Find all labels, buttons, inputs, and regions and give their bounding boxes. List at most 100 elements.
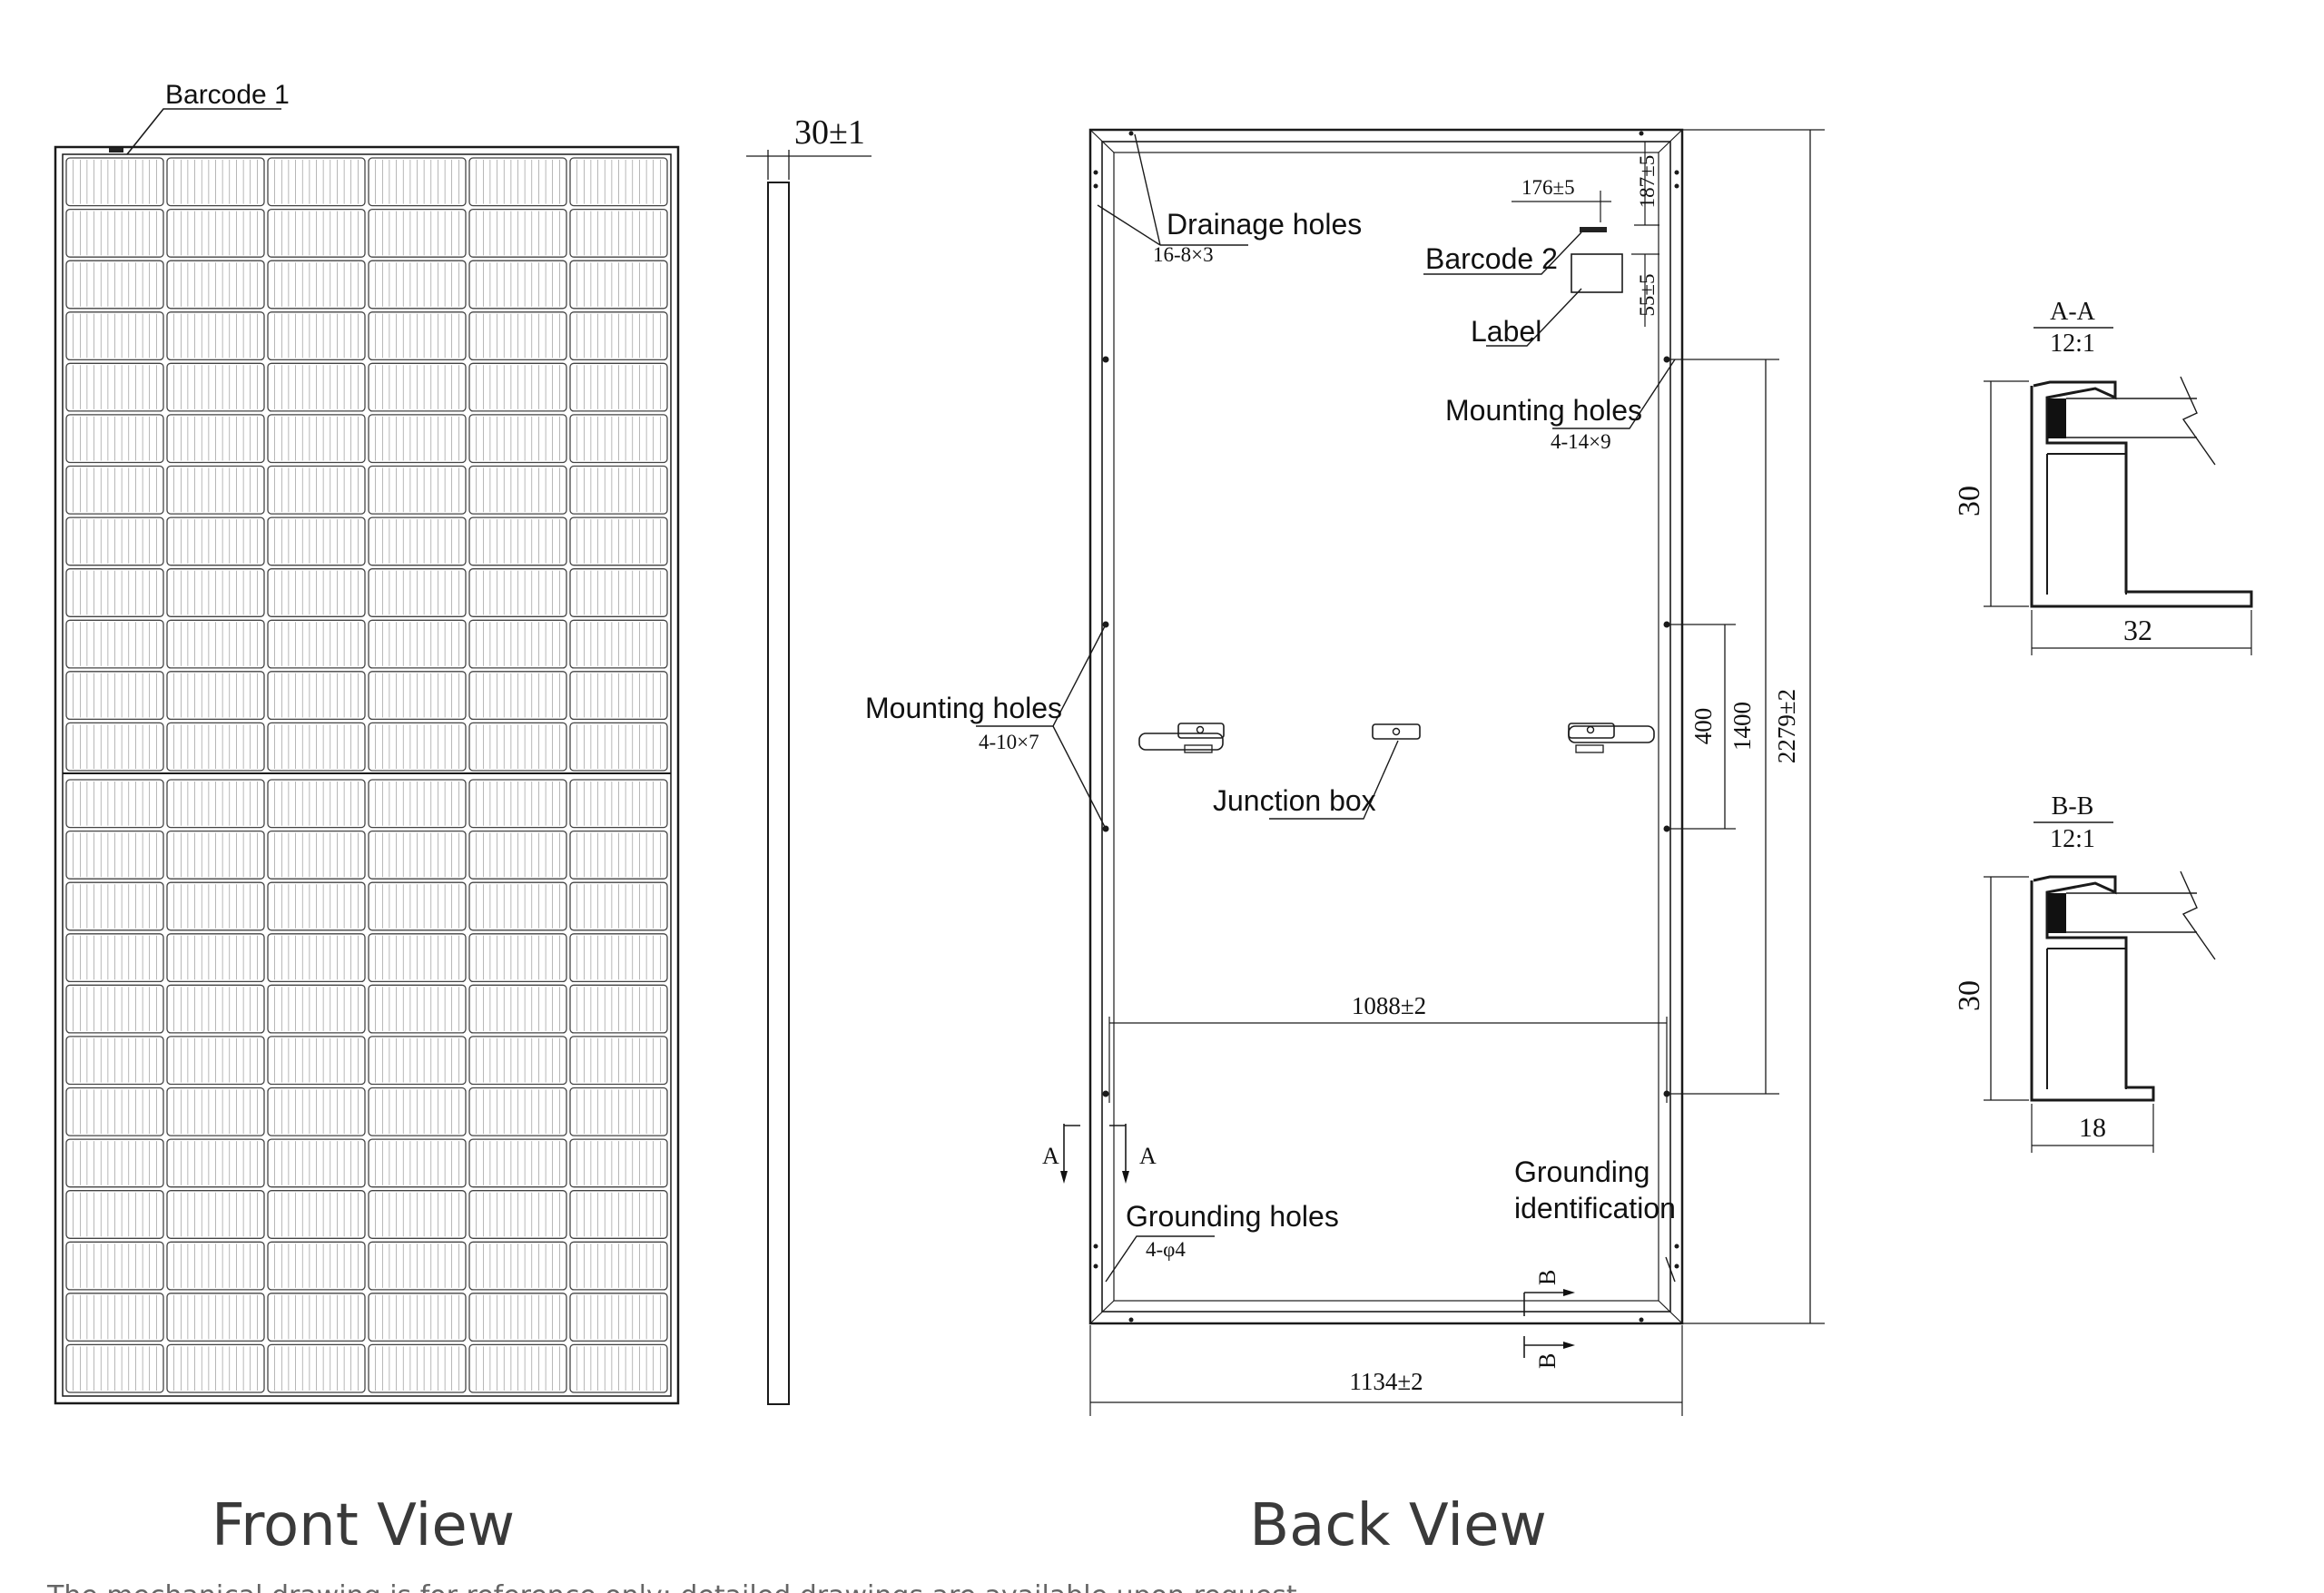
- cell-fingers: [173, 673, 258, 718]
- solar-cell: [569, 414, 668, 464]
- cell-fingers: [73, 262, 157, 307]
- cell-fingers: [476, 782, 560, 826]
- cell-fingers: [576, 832, 661, 878]
- cell-fingers: [73, 884, 157, 929]
- section-bb-title: B-B: [2052, 792, 2094, 821]
- solar-cell: [468, 1036, 567, 1086]
- section-aa-width: 32: [2123, 614, 2152, 646]
- solar-cell: [65, 1241, 164, 1291]
- cell-fingers: [73, 1089, 157, 1135]
- cell-fingers: [73, 622, 157, 666]
- solar-cell: [569, 1087, 668, 1136]
- solar-cell: [468, 208, 567, 258]
- cell-fingers: [73, 724, 157, 769]
- solar-cell: [468, 1087, 567, 1136]
- solar-cell: [267, 1138, 366, 1188]
- cell-fingers: [375, 1141, 459, 1185]
- solar-cell: [468, 1241, 567, 1291]
- cell-fingers: [274, 1244, 359, 1288]
- cell-fingers: [274, 1089, 359, 1135]
- solar-cell: [166, 619, 265, 669]
- solar-cell: [267, 830, 366, 880]
- label-box-label: Label: [1471, 315, 1541, 348]
- barcode2-offset-x: 176±5: [1521, 176, 1575, 199]
- solar-cell: [368, 568, 467, 617]
- solar-cell: [166, 414, 265, 464]
- cell-fingers: [73, 365, 157, 409]
- solar-cell: [166, 1241, 265, 1291]
- solar-cell: [267, 779, 366, 829]
- solar-cell: [65, 619, 164, 669]
- solar-cell: [65, 362, 164, 412]
- cell-fingers: [274, 467, 359, 513]
- solar-cell: [468, 414, 567, 464]
- cell-fingers: [274, 570, 359, 615]
- cell-fingers: [173, 416, 258, 461]
- solar-cell: [368, 362, 467, 412]
- cell-fingers: [173, 622, 258, 666]
- cell-fingers: [173, 1244, 258, 1288]
- cell-fingers: [73, 673, 157, 718]
- cell-fingers: [274, 262, 359, 307]
- cell-fingers: [173, 211, 258, 256]
- solar-cell: [468, 362, 567, 412]
- cell-fingers: [476, 935, 560, 980]
- cell-fingers: [375, 570, 459, 615]
- cell-fingers: [274, 313, 359, 359]
- cell-fingers: [576, 365, 661, 409]
- cell-fingers: [73, 1037, 157, 1083]
- cell-fingers: [173, 519, 258, 564]
- cell-fingers: [375, 884, 459, 929]
- solar-cell: [468, 984, 567, 1034]
- solar-cell: [569, 1293, 668, 1342]
- cell-fingers: [73, 467, 157, 513]
- solar-cell: [368, 1241, 467, 1291]
- solar-cell: [65, 1138, 164, 1188]
- solar-cell: [166, 830, 265, 880]
- solar-cell: [569, 1138, 668, 1188]
- side-profile: [767, 182, 790, 1405]
- solar-cell: [569, 1190, 668, 1239]
- cell-fingers: [375, 622, 459, 666]
- solar-cell: [368, 157, 467, 207]
- spacing-400-dim: 400: [1689, 708, 1717, 745]
- solar-cell: [368, 984, 467, 1034]
- cell-fingers: [173, 1192, 258, 1237]
- back-view-title: Back View: [1249, 1492, 1547, 1559]
- cell-fingers: [73, 1141, 157, 1185]
- solar-cell: [468, 260, 567, 310]
- cell-fingers: [375, 987, 459, 1031]
- cell-fingers: [274, 416, 359, 461]
- cell-fingers: [576, 782, 661, 826]
- cell-fingers: [576, 987, 661, 1031]
- solar-cell: [368, 722, 467, 772]
- solar-cell: [569, 984, 668, 1034]
- cell-fingers: [173, 1346, 258, 1391]
- cell-fingers: [274, 1141, 359, 1185]
- section-b-mark-bottom: B: [1534, 1353, 1561, 1369]
- solar-cell: [65, 1343, 164, 1393]
- solar-cell: [368, 830, 467, 880]
- cell-fingers: [73, 519, 157, 564]
- solar-cell: [468, 671, 567, 721]
- cell-fingers: [375, 1089, 459, 1135]
- cell-fingers: [476, 724, 560, 769]
- cell-fingers: [274, 1037, 359, 1083]
- cell-fingers: [274, 160, 359, 204]
- solar-cell: [368, 414, 467, 464]
- solar-cell: [368, 1036, 467, 1086]
- back-view: Drainage holes 16-8×3 Barcode 2 Label 17…: [865, 128, 1825, 1559]
- solar-cell: [65, 414, 164, 464]
- solar-cell: [569, 671, 668, 721]
- cell-fingers: [73, 160, 157, 204]
- cell-fingers: [274, 832, 359, 878]
- solar-cell: [65, 830, 164, 880]
- junction-box-center: [1372, 723, 1421, 740]
- cell-fingers: [173, 1037, 258, 1083]
- cell-fingers: [375, 1192, 459, 1237]
- solar-cell: [65, 984, 164, 1034]
- solar-cell: [166, 1138, 265, 1188]
- cell-fingers: [576, 160, 661, 204]
- cell-fingers: [173, 262, 258, 307]
- inner-width-dim: 1088±2: [1352, 992, 1426, 1019]
